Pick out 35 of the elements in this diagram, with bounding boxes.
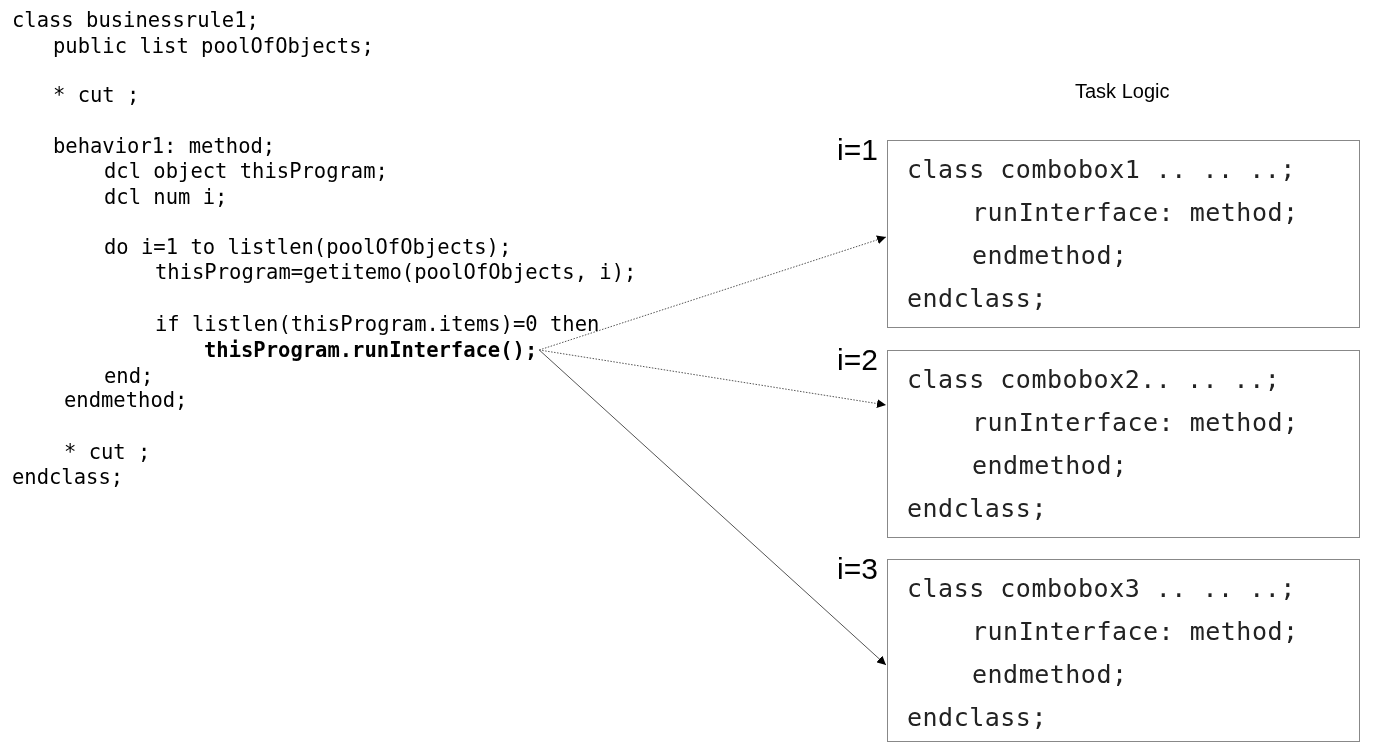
code-line: endmethod; [972,452,1128,480]
code-line: endmethod; [972,661,1128,689]
code-line: thisProgram=getitemo(poolOfObjects, i); [155,259,637,285]
code-line: * cut ; [64,439,151,465]
arrow [538,235,887,351]
code-line: behavior1: method; [53,133,276,159]
code-line: class businessrule1; [12,7,259,33]
code-line: * cut ; [53,82,140,108]
code-box [887,140,1360,328]
index-label: i=3 [837,553,878,585]
code-box [887,350,1360,538]
code-line: endmethod; [972,242,1128,270]
code-line: endclass; [12,464,124,490]
code-line: endmethod; [64,387,188,413]
index-label: i=2 [837,344,878,376]
code-line: class combobox3 .. .. ..; [907,575,1296,603]
code-line: end; [104,363,154,389]
index-label: i=1 [837,134,878,166]
code-line: dcl object thisProgram; [104,158,388,184]
heading: Task Logic [1075,79,1170,104]
code-line: public list poolOfObjects; [53,33,374,59]
code-box [887,559,1360,742]
code-line: do i=1 to listlen(poolOfObjects); [104,234,512,260]
code-line: runInterface: method; [972,409,1299,437]
code-line: endclass; [907,495,1047,523]
code-line: runInterface: method; [972,618,1299,646]
code-line: endclass; [907,704,1047,732]
arrow [538,349,887,666]
code-line: endclass; [907,285,1047,313]
code-line: dcl num i; [104,184,228,210]
code-line: class combobox2.. .. ..; [907,366,1281,394]
code-line: class combobox1 .. .. ..; [907,156,1296,184]
method-call: thisProgram.runInterface(); [204,337,538,363]
code-line: runInterface: method; [972,199,1299,227]
code-line: if listlen(thisProgram.items)=0 then [155,311,600,337]
